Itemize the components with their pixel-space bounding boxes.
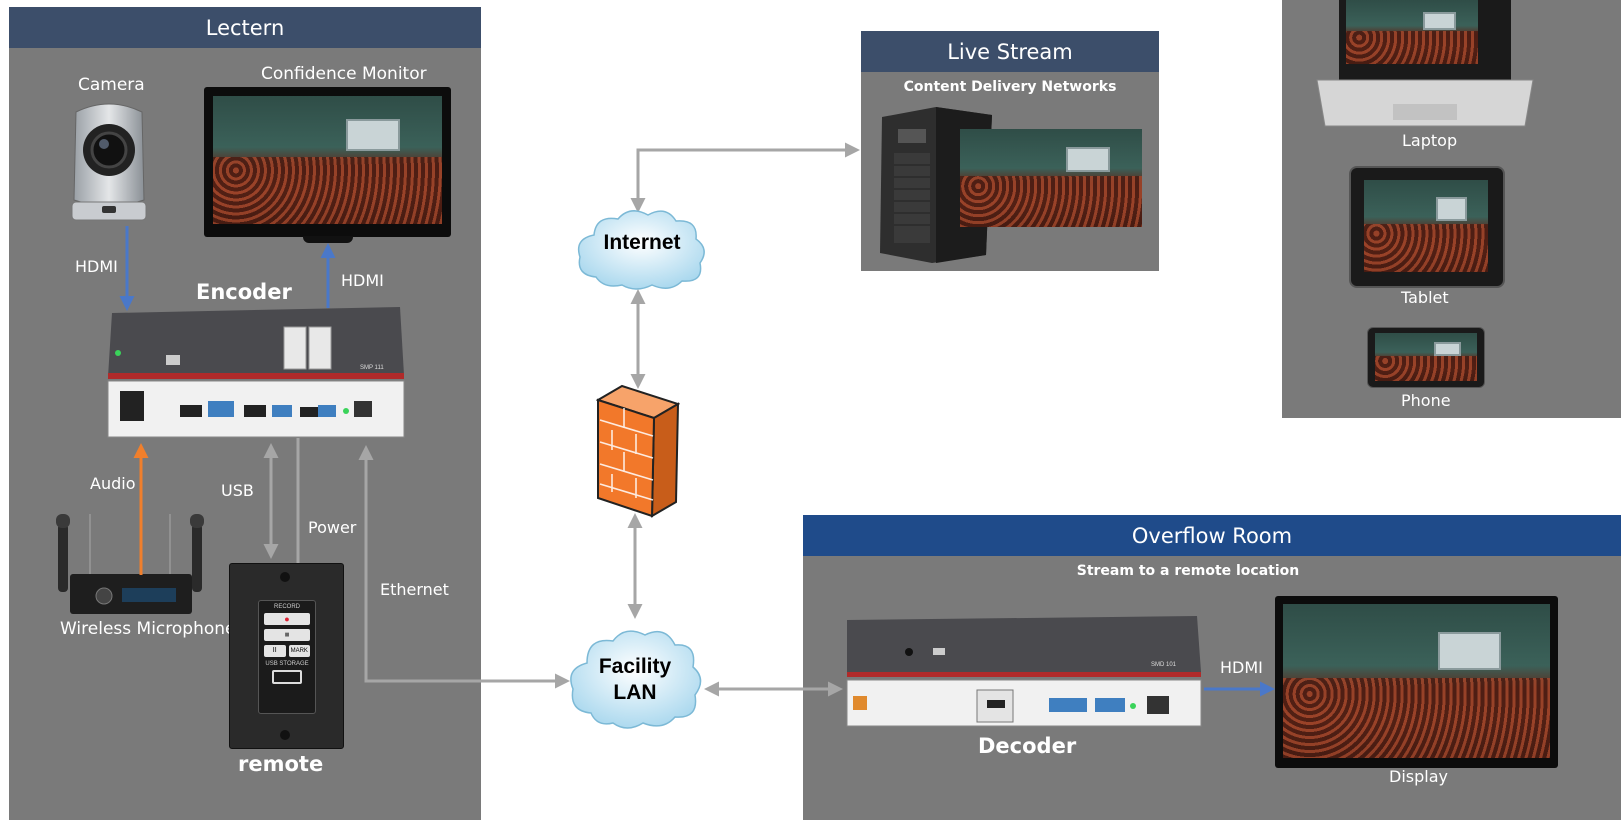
remote-stop-button[interactable]: ■ bbox=[264, 629, 310, 641]
internet-cloud-icon bbox=[577, 210, 705, 290]
usb-label: USB bbox=[221, 481, 254, 500]
remote-usb-label: USB STORAGE bbox=[265, 661, 309, 667]
lectern-header: Lectern bbox=[9, 7, 481, 48]
encoder-device: SMP 111 bbox=[107, 307, 405, 438]
laptop-screen bbox=[1346, 0, 1478, 64]
monitor-screen bbox=[213, 96, 442, 224]
svg-text:SMD 101: SMD 101 bbox=[1151, 662, 1177, 668]
tablet-screen bbox=[1364, 180, 1488, 272]
internet-livestream-arrow bbox=[630, 142, 860, 213]
laptop-icon bbox=[1316, 0, 1534, 127]
overflow-room-title: Overflow Room bbox=[1131, 524, 1293, 548]
phone-icon bbox=[1367, 327, 1485, 388]
phone-screen bbox=[1375, 333, 1477, 381]
remote-device: RECORD ● ■ II MARK USB STORAGE bbox=[229, 563, 344, 749]
remote-pause-button[interactable]: II bbox=[264, 645, 286, 657]
overflow-room-header: Overflow Room bbox=[803, 515, 1621, 556]
svg-text:SMP 111: SMP 111 bbox=[360, 365, 384, 371]
camera-label: Camera bbox=[78, 75, 145, 95]
remote-usb-port bbox=[272, 670, 302, 684]
remote-mark-button[interactable]: MARK bbox=[288, 645, 310, 657]
wireless-microphone-label: Wireless Microphone bbox=[60, 619, 236, 639]
facility-lan-label: Facility LAN bbox=[567, 654, 703, 706]
display-device bbox=[1275, 596, 1558, 768]
audio-label: Audio bbox=[90, 474, 136, 493]
decoder-device: SMD 101 bbox=[846, 616, 1202, 727]
remote-label: remote bbox=[238, 752, 324, 776]
internet-label: Internet bbox=[603, 231, 681, 254]
live-stream-image bbox=[960, 129, 1142, 227]
monitor-hdmi-label: HDMI bbox=[341, 271, 384, 290]
tablet-label: Tablet bbox=[1401, 288, 1449, 307]
confidence-monitor-label: Confidence Monitor bbox=[261, 64, 427, 84]
overflow-room-subtitle: Stream to a remote location bbox=[1076, 563, 1300, 579]
encoder-label: Encoder bbox=[196, 280, 292, 304]
decoder-label: Decoder bbox=[978, 734, 1077, 758]
remote-record-label: RECORD bbox=[273, 604, 300, 610]
phone-label: Phone bbox=[1401, 391, 1451, 410]
firewall-icon bbox=[596, 384, 680, 518]
live-stream-subtitle: Content Delivery Networks bbox=[903, 79, 1117, 95]
power-label: Power bbox=[308, 518, 357, 537]
monitor-stand bbox=[303, 236, 353, 243]
tablet-icon bbox=[1349, 166, 1505, 288]
facility-lan-line2: LAN bbox=[613, 681, 657, 704]
display-screen bbox=[1283, 604, 1550, 758]
remote-record-button[interactable]: ● bbox=[264, 613, 310, 625]
facility-lan-line1: Facility bbox=[598, 655, 672, 678]
ethernet-label: Ethernet bbox=[380, 580, 449, 599]
camera-icon bbox=[71, 103, 147, 221]
camera-hdmi-label: HDMI bbox=[75, 257, 118, 276]
live-stream-header: Live Stream bbox=[861, 31, 1159, 72]
facility-lan-cloud-icon bbox=[570, 630, 702, 729]
lectern-title: Lectern bbox=[205, 16, 285, 40]
display-label: Display bbox=[1389, 767, 1448, 786]
wireless-microphone-icon bbox=[56, 514, 204, 614]
confidence-monitor bbox=[204, 87, 451, 237]
laptop-label: Laptop bbox=[1402, 131, 1458, 150]
live-stream-title: Live Stream bbox=[947, 40, 1073, 64]
display-hdmi-label: HDMI bbox=[1220, 658, 1263, 677]
